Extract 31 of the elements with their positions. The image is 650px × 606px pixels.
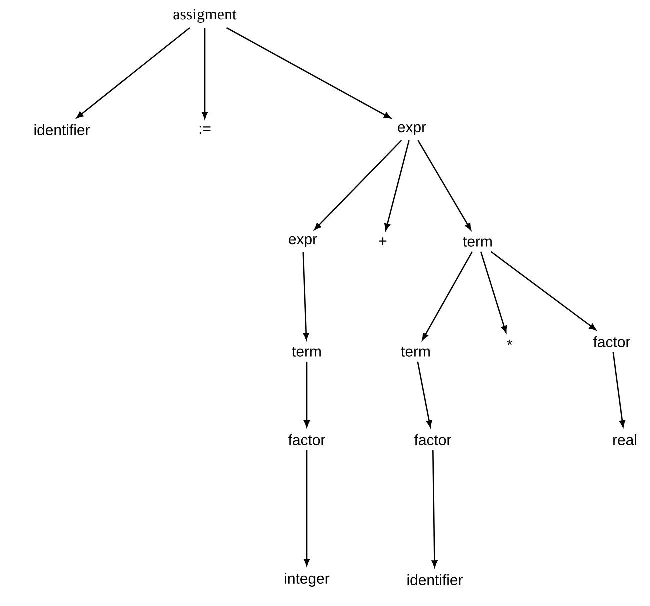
arrow: [302, 252, 310, 340]
arrow: [480, 252, 508, 334]
arrow: [422, 252, 473, 340]
tree-node-label: factor: [288, 434, 326, 446]
tree-node-label: *: [507, 340, 513, 346]
tree-node-label: term: [463, 237, 492, 247]
tree-node-label: :=: [200, 126, 211, 134]
tree-node-label: integer: [285, 573, 330, 587]
arrow: [314, 140, 402, 230]
tree-node-label: factor: [414, 434, 452, 446]
tree-node-label: term: [401, 347, 430, 357]
tree-node-label: term: [292, 347, 321, 357]
arrow: [384, 140, 410, 231]
arrow: [304, 450, 310, 566]
arrow: [202, 28, 208, 120]
tree-node-label: expr: [398, 124, 426, 136]
arrow: [418, 140, 472, 231]
root-label: assigment: [174, 9, 237, 23]
tree-node-label: real: [614, 434, 636, 446]
tree-node-label: +: [379, 238, 387, 245]
arrow: [417, 362, 432, 428]
arrow: [226, 27, 392, 119]
tree-node-label: expr: [289, 236, 318, 248]
tree-node-label: identifier: [34, 124, 90, 136]
tree-node-label: identifier: [408, 574, 463, 586]
arrow: [432, 450, 438, 568]
arrow: [612, 352, 626, 428]
arrow: [304, 362, 310, 428]
arrow: [76, 27, 190, 119]
arrow: [490, 251, 597, 331]
tree-node-label: factor: [594, 336, 630, 348]
